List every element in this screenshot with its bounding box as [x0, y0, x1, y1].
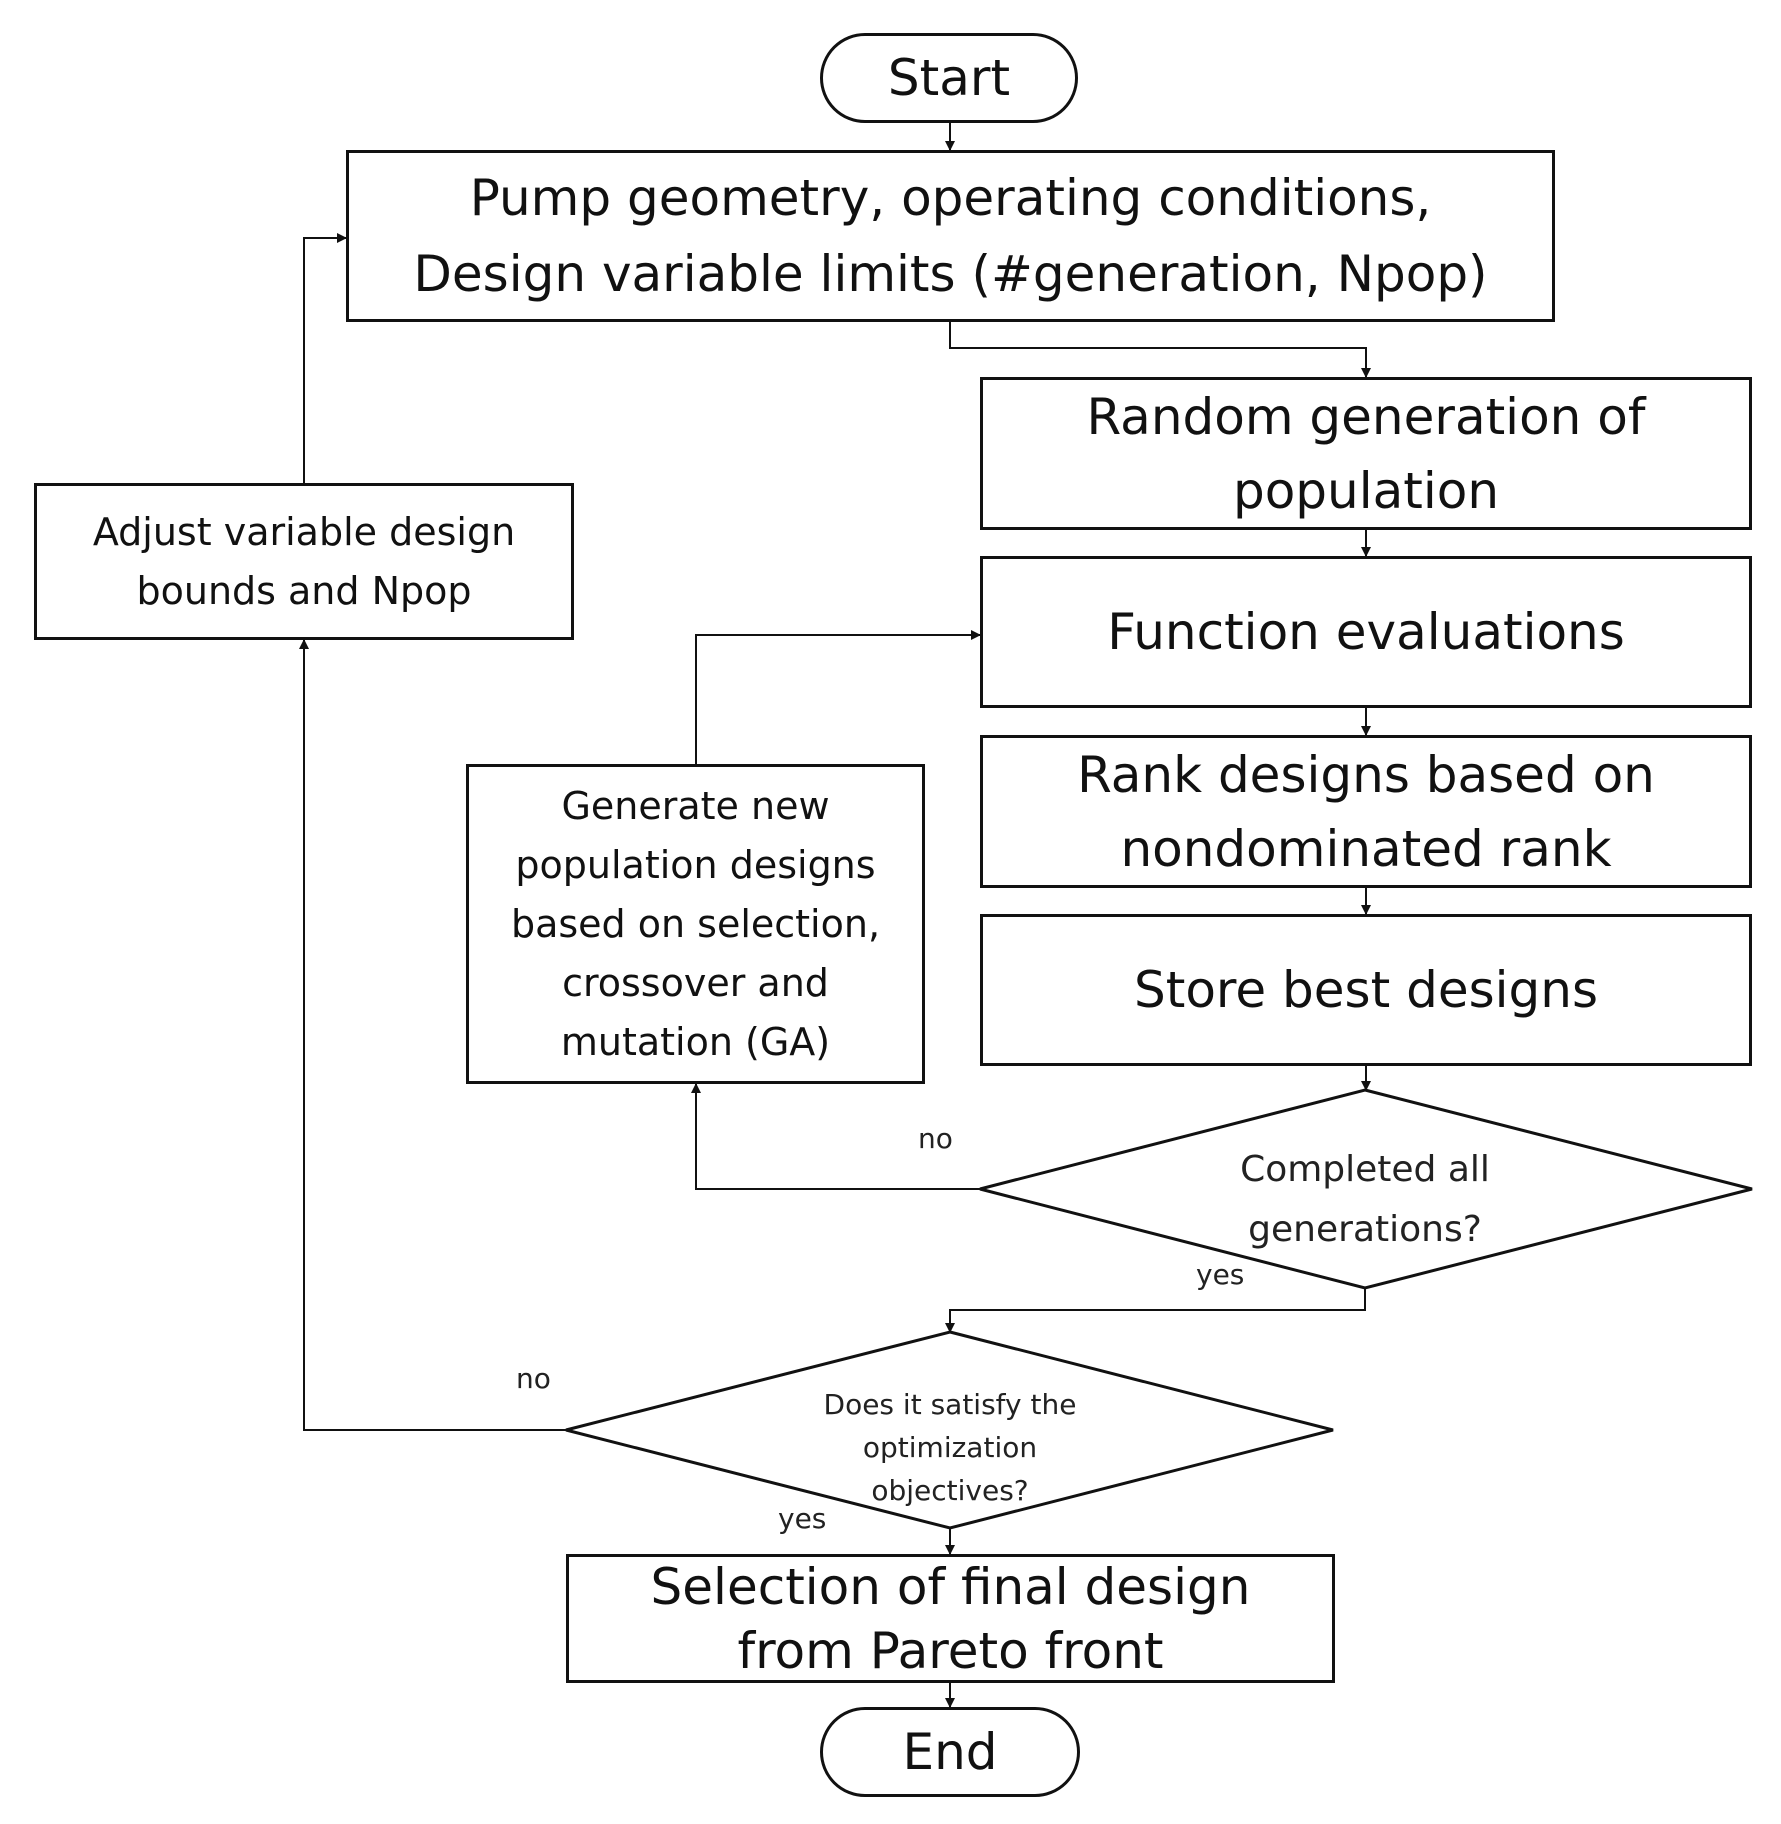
edge-label-objectives-no: no [516, 1362, 551, 1395]
adjust-bounds-line-1: Adjust variable design [92, 509, 516, 554]
generate-population-line-1: Generate new [561, 783, 830, 828]
edge-label-generations-no: no [918, 1122, 953, 1155]
random-generation-box: Random generation of population [980, 377, 1752, 530]
arrow-adjust-to-inputs [303, 233, 347, 483]
decision-objectives-line-2: optimization [862, 1431, 1038, 1464]
decision-objectives-line-3: objectives? [871, 1474, 1029, 1507]
decision-generations-line-2: generations? [1248, 1209, 1482, 1250]
function-evaluations-label: Function evaluations [1107, 603, 1625, 661]
arrow-genpop-to-eval [695, 630, 981, 764]
store-best-designs-box: Store best designs [980, 914, 1752, 1066]
decision-objectives-line-1: Does it satisfy the [823, 1388, 1077, 1421]
start-terminal: Start [820, 33, 1078, 123]
adjust-bounds-box: Adjust variable design bounds and Npop [34, 483, 574, 640]
rank-designs-line-1: Rank designs based on [1077, 745, 1655, 804]
function-evaluations-box: Function evaluations [980, 556, 1752, 708]
rank-designs-box: Rank designs based on nondominated rank [980, 735, 1752, 888]
inputs-line-1: Pump geometry, operating conditions, [469, 169, 1432, 227]
arrow-inputs-to-random [949, 322, 1371, 378]
store-best-designs-label: Store best designs [1133, 961, 1598, 1019]
arrow-objectives-no [299, 639, 566, 1431]
end-label: End [902, 1723, 998, 1781]
adjust-bounds-line-2: bounds and Npop [136, 568, 472, 613]
decision-objectives-text: Does it satisfy the optimization objecti… [750, 1383, 1150, 1512]
generate-population-line-5: mutation (GA) [560, 1019, 831, 1064]
generate-population-line-2: population designs [515, 842, 876, 887]
rank-designs-line-2: nondominated rank [1120, 819, 1612, 878]
generate-population-line-3: based on selection, [510, 901, 881, 946]
generate-population-line-4: crossover and [562, 960, 829, 1005]
decision-generations-line-1: Completed all [1240, 1149, 1490, 1190]
random-generation-line-1: Random generation of [1086, 387, 1646, 446]
final-selection-box: Selection of final design from Pareto fr… [566, 1554, 1335, 1683]
final-selection-line-1: Selection of final design [650, 1557, 1251, 1616]
inputs-box: Pump geometry, operating conditions, Des… [346, 150, 1555, 322]
final-selection-line-2: from Pareto front [737, 1621, 1164, 1680]
inputs-line-2: Design variable limits (#generation, Npo… [413, 245, 1488, 303]
edge-label-objectives-yes: yes [778, 1502, 827, 1535]
arrow-generations-no [691, 1083, 980, 1190]
generate-population-box: Generate new population designs based on… [466, 764, 925, 1084]
edge-label-generations-yes: yes [1196, 1258, 1245, 1291]
arrow-generations-yes [945, 1288, 1366, 1333]
start-label: Start [887, 49, 1011, 107]
end-terminal: End [820, 1707, 1080, 1797]
random-generation-line-2: population [1232, 461, 1500, 520]
decision-generations-text: Completed all generations? [1140, 1140, 1590, 1260]
